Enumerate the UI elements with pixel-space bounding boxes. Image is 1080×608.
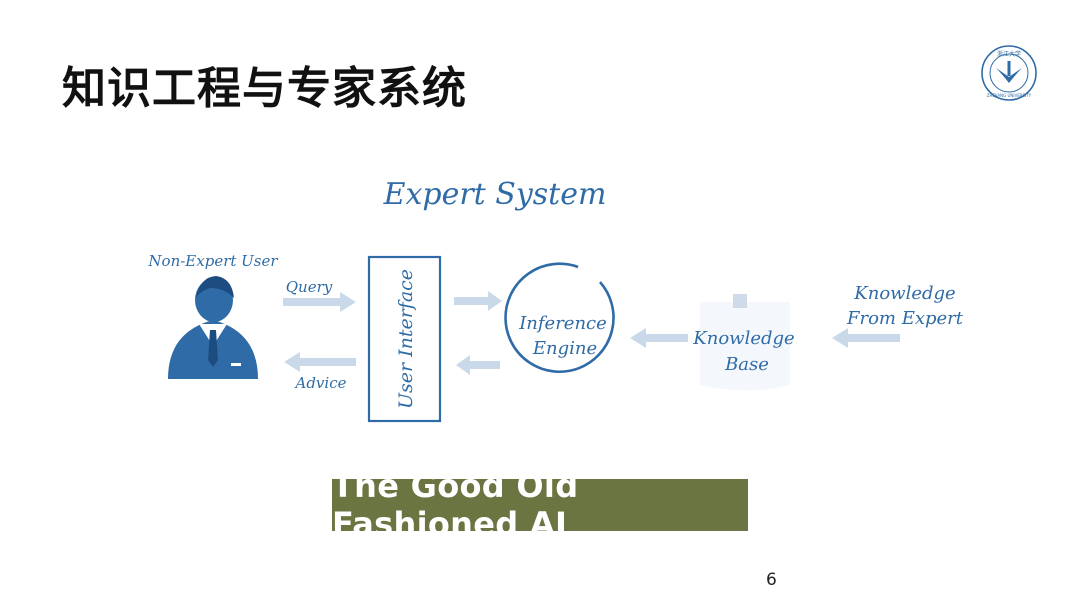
inference-engine-line2: Engine bbox=[532, 338, 597, 359]
kb-to-engine-arrow bbox=[630, 328, 688, 348]
university-logo: 浙江大学 ZHEJIANG UNIVERSITY bbox=[981, 45, 1037, 101]
ui-to-engine-arrow bbox=[454, 291, 502, 311]
good-old-fashioned-ai-banner: The Good Old Fashioned AI bbox=[332, 467, 748, 543]
inference-engine-line1: Inference bbox=[518, 313, 607, 334]
user-interface-box bbox=[367, 255, 442, 423]
knowledge-base-icon bbox=[733, 294, 747, 308]
zju-university-seal-icon bbox=[996, 61, 1022, 83]
knowledge-base-line2: Base bbox=[724, 354, 769, 375]
logo-text-bottom: ZHEJIANG UNIVERSITY bbox=[987, 93, 1032, 98]
knowledge-from-expert-line2: From Expert bbox=[846, 308, 964, 329]
advice-label: Advice bbox=[294, 374, 347, 392]
query-label: Query bbox=[286, 278, 333, 296]
knowledge-base-line1: Knowledge bbox=[692, 328, 794, 349]
slide-title: 知识工程与专家系统 bbox=[62, 63, 467, 114]
expert-to-kb-arrow bbox=[832, 328, 900, 348]
diagram-title: Expert System bbox=[383, 177, 607, 212]
page-number: 6 bbox=[766, 570, 777, 590]
knowledge-base-shape bbox=[700, 302, 790, 391]
knowledge-from-expert-line1: Knowledge bbox=[853, 283, 955, 304]
logo-inner-ring bbox=[989, 53, 1029, 93]
engine-to-ui-arrow bbox=[456, 355, 500, 375]
non-expert-user-label: Non-Expert User bbox=[147, 252, 278, 270]
advice-arrow bbox=[284, 352, 356, 372]
user-icon bbox=[168, 276, 258, 379]
logo-text-top: 浙江大学 bbox=[997, 50, 1021, 58]
logo-outer-ring bbox=[981, 45, 1037, 101]
expert-system-diagram: Expert System Non-Expert User Query Advi… bbox=[147, 177, 964, 423]
inference-engine-circle bbox=[504, 262, 615, 373]
query-arrow bbox=[283, 292, 356, 312]
user-interface-label: User Interface bbox=[395, 269, 417, 409]
